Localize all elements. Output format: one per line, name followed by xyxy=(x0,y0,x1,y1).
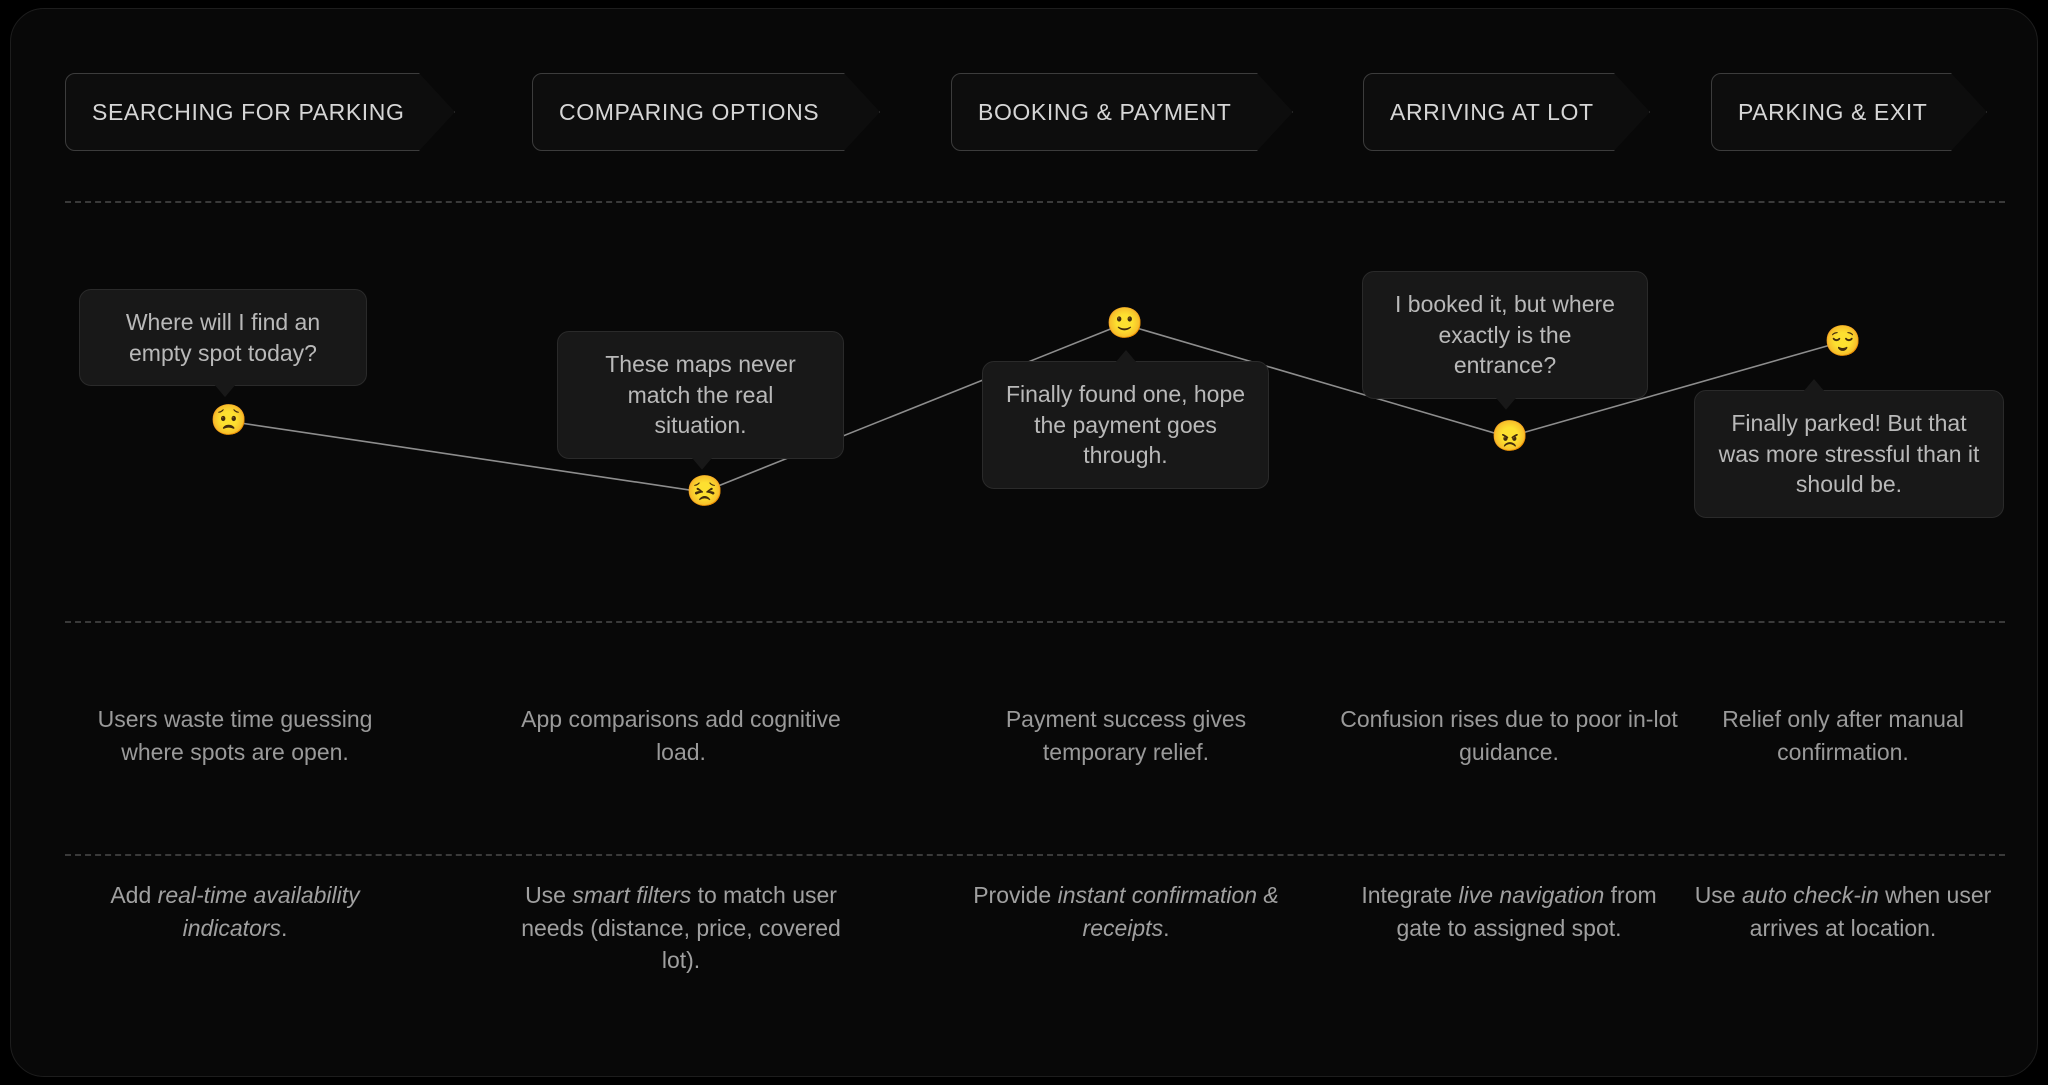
opportunity-4: Integrate live navigation from gate to a… xyxy=(1339,879,1679,944)
bubble-tail xyxy=(1495,396,1517,410)
opportunity-emphasis: real-time availability indicators xyxy=(157,882,360,941)
opportunity-emphasis: auto check-in xyxy=(1741,882,1879,908)
opportunity-text: . xyxy=(1163,914,1170,941)
opportunity-text: Provide xyxy=(973,882,1058,908)
opportunity-5: Use auto check-in when user arrives at l… xyxy=(1673,879,2013,944)
stage-label: PARKING & EXIT xyxy=(1738,98,1928,125)
stage-chevron-1[interactable]: SEARCHING FOR PARKING xyxy=(65,73,455,151)
slightly-smiling-face-icon: 🙂 xyxy=(1106,307,1144,340)
quote-text: Finally parked! But that was more stress… xyxy=(1718,410,1980,498)
opportunity-3: Provide instant confirmation & receipts. xyxy=(956,879,1296,944)
quote-bubble-4: I booked it, but where exactly is the en… xyxy=(1362,271,1648,410)
quote-bubble-1: Where will I find an empty spot today? xyxy=(79,289,367,398)
opportunity-emphasis: instant confirmation & receipts xyxy=(1057,882,1279,941)
journey-stages-row: SEARCHING FOR PARKING COMPARING OPTIONS BO… xyxy=(11,9,2037,159)
stage-chevron-3[interactable]: BOOKING & PAYMENT xyxy=(951,73,1293,151)
bubble-tail xyxy=(1803,379,1825,392)
quote-text: I booked it, but where exactly is the en… xyxy=(1395,291,1615,379)
journey-map-panel: SEARCHING FOR PARKING COMPARING OPTIONS BO… xyxy=(10,8,2038,1077)
painpoint-4: Confusion rises due to poor in-lot guida… xyxy=(1340,706,1678,765)
stage-chevron-4[interactable]: ARRIVING AT LOT xyxy=(1363,73,1650,151)
stage-chevron-5[interactable]: PARKING & EXIT xyxy=(1711,73,1987,151)
painpoint-1: Users waste time guessing where spots ar… xyxy=(97,706,373,765)
divider-stages-emotions xyxy=(65,201,2005,203)
bubble-tail xyxy=(691,456,713,470)
persevering-face-icon: 😣 xyxy=(686,475,724,508)
painpoint-2: App comparisons add cognitive load. xyxy=(521,706,841,765)
quote-bubble-5: Finally parked! But that was more stress… xyxy=(1694,379,2004,518)
bubble-tail xyxy=(214,384,236,398)
stage-label: SEARCHING FOR PARKING xyxy=(92,98,405,125)
opportunity-emphasis: smart filters xyxy=(572,882,692,908)
opportunity-text: Use xyxy=(1694,882,1742,908)
quote-text: Where will I find an empty spot today? xyxy=(125,309,321,366)
stage-label: COMPARING OPTIONS xyxy=(559,98,820,125)
opportunity-text: to match user needs (distance, price, co… xyxy=(521,882,841,974)
divider-painpoints-opportunities xyxy=(65,854,2005,856)
angry-face-icon: 😠 xyxy=(1491,420,1529,453)
opportunity-1: Add real-time availability indicators. xyxy=(65,879,405,944)
quote-text: Finally found one, hope the payment goes… xyxy=(1005,381,1246,469)
worried-face-icon: 😟 xyxy=(210,404,248,437)
opportunity-text: Add xyxy=(110,882,158,908)
stage-chevron-2[interactable]: COMPARING OPTIONS xyxy=(532,73,880,151)
painpoint-3: Payment success gives temporary relief. xyxy=(1005,706,1247,765)
opportunity-2: Use smart filters to match user needs (d… xyxy=(511,879,851,977)
bubble-tail xyxy=(1115,350,1137,363)
opportunity-emphasis: live navigation xyxy=(1458,882,1605,908)
painpoint-5: Relief only after manual confirmation. xyxy=(1722,706,1964,765)
quote-text: These maps never match the real situatio… xyxy=(605,351,796,439)
quote-bubble-2: These maps never match the real situatio… xyxy=(557,331,844,470)
opportunity-text: . xyxy=(281,914,288,941)
opportunity-text: Use xyxy=(525,882,573,908)
quote-bubble-3: Finally found one, hope the payment goes… xyxy=(982,350,1269,489)
opportunity-text: from gate to assigned spot. xyxy=(1396,882,1657,941)
stage-label: BOOKING & PAYMENT xyxy=(978,98,1232,125)
divider-emotions-painpoints xyxy=(65,621,2005,623)
relieved-face-icon: 😌 xyxy=(1824,325,1862,358)
opportunity-text: Integrate xyxy=(1361,882,1459,908)
stage-label: ARRIVING AT LOT xyxy=(1390,98,1594,125)
opportunity-text: when user arrives at location. xyxy=(1749,882,1992,941)
